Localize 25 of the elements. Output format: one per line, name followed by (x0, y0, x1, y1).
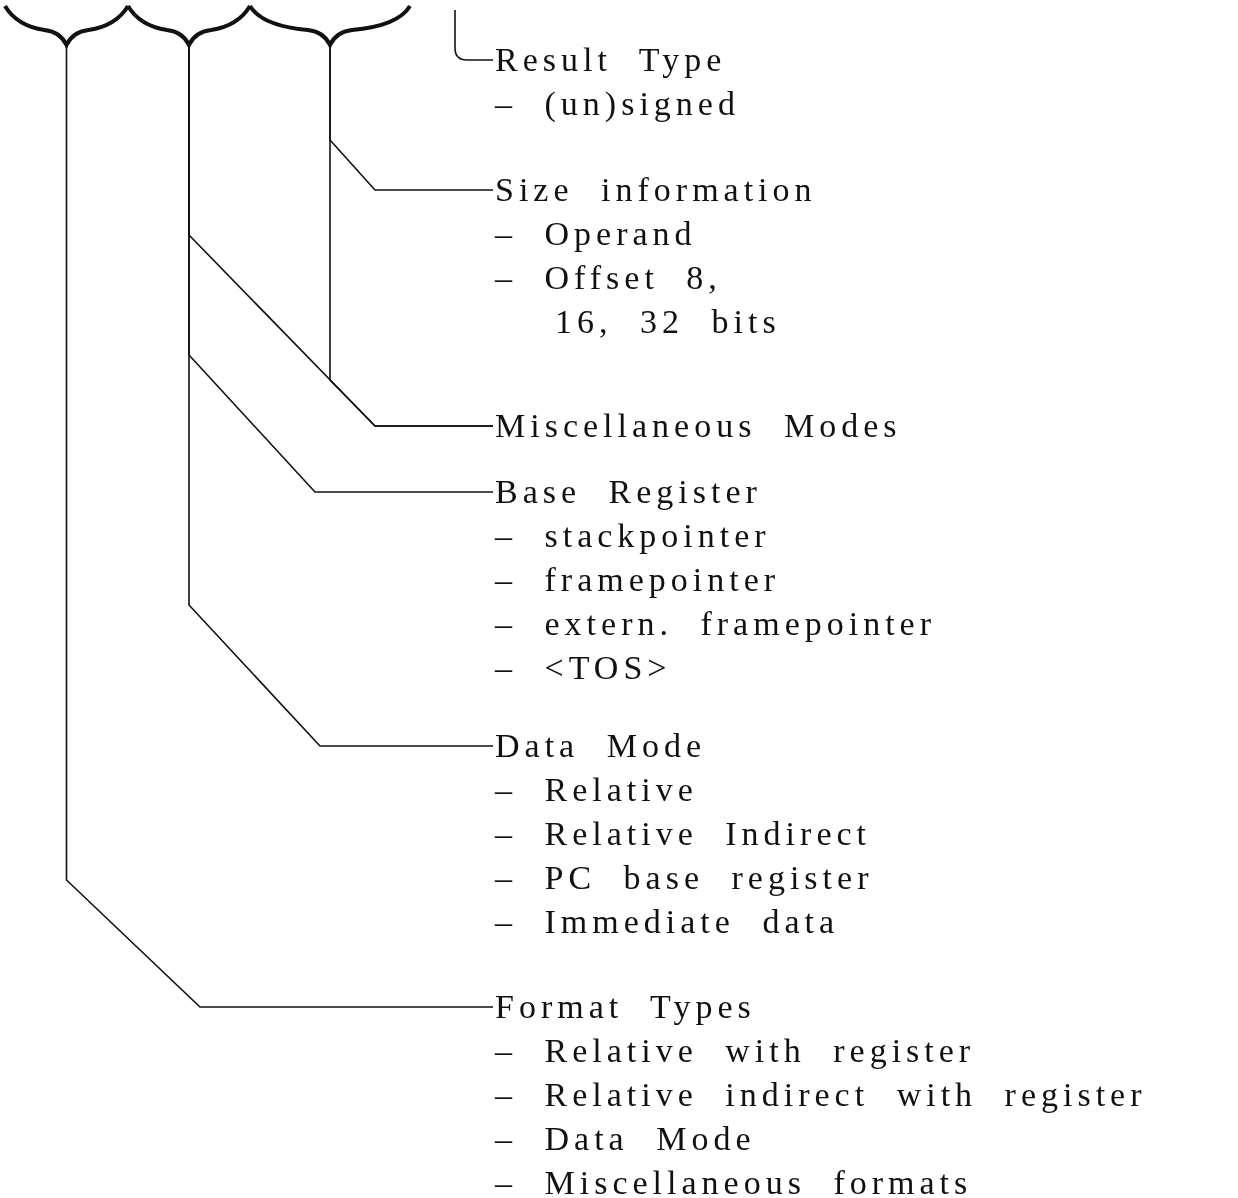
list-item: – Relative Indirect (495, 814, 872, 854)
list-item: – stackpointer (495, 516, 772, 556)
group-heading: Result Type (495, 40, 728, 80)
group-heading: Base Register (495, 472, 763, 512)
list-item: – Operand (495, 214, 698, 254)
list-item: – Data Mode (495, 1119, 757, 1159)
group-heading: Miscellaneous Modes (495, 406, 902, 446)
list-item: – PC base register (495, 858, 874, 898)
group-heading: Data Mode (495, 726, 707, 766)
curly-brace (126, 4, 252, 47)
group-heading: Size information (495, 170, 817, 210)
list-item: – (un)signed (495, 84, 740, 124)
list-item: – Relative (495, 770, 699, 810)
group-heading: Format Types (495, 987, 757, 1027)
list-item: – extern. framepointer (495, 604, 937, 644)
curly-brace (248, 4, 412, 47)
list-item: – Relative with register (495, 1031, 977, 1071)
list-item: – Relative indirect with register (495, 1075, 1147, 1115)
list-item: – Immediate data (495, 902, 840, 942)
list-item: – <TOS> (495, 648, 673, 688)
list-item: – framepointer (495, 560, 782, 600)
list-item: – Miscellaneous formats (495, 1163, 974, 1198)
curly-brace (3, 4, 130, 47)
leader-line (454, 9, 494, 61)
list-item: – Offset 8, 16, 32 bits (495, 258, 782, 342)
